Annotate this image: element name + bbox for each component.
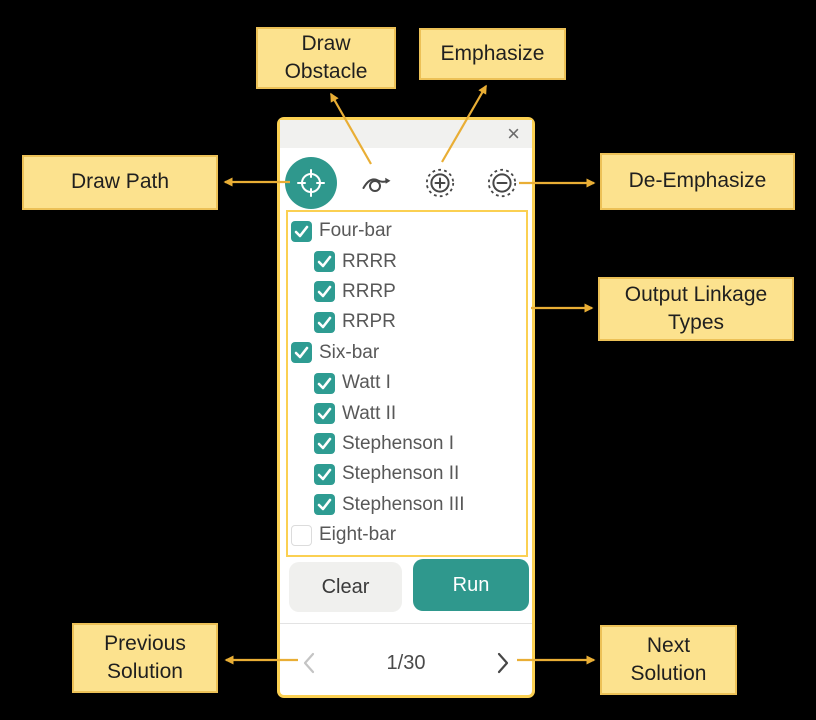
panel-header: ×	[280, 120, 532, 148]
linkage-tool-panel: ×	[277, 117, 535, 698]
previous-solution-button[interactable]	[294, 647, 326, 679]
de-emphasize-minus-circle-icon	[486, 167, 518, 199]
unchecked-checkbox-icon[interactable]	[291, 524, 312, 546]
callout-previous-solution: Previous Solution	[72, 623, 218, 693]
run-button[interactable]: Run	[413, 559, 529, 611]
panel-divider	[280, 623, 532, 624]
callout-draw-path: Draw Path	[22, 155, 218, 210]
emphasize-plus-circle-icon	[424, 167, 456, 199]
tree-item-label: Stephenson II	[342, 463, 460, 485]
tree-item-label: RRRR	[342, 250, 397, 272]
tree-item-label: RRRP	[342, 280, 396, 302]
checked-checkbox-icon[interactable]	[314, 281, 335, 303]
draw-path-button[interactable]	[285, 157, 337, 209]
checked-checkbox-icon[interactable]	[314, 463, 335, 485]
callout-draw-obstacle: Draw Obstacle	[256, 27, 396, 89]
tree-item-four-bar[interactable]: Four-bar	[288, 216, 526, 246]
tree-item-rrrr[interactable]: RRRR	[288, 246, 526, 276]
tree-item-label: Watt II	[342, 402, 397, 424]
tree-item-rrrp[interactable]: RRRP	[288, 277, 526, 307]
tree-item-label: RRPR	[342, 311, 396, 333]
draw-obstacle-button[interactable]	[360, 167, 392, 199]
checked-checkbox-icon[interactable]	[314, 251, 335, 273]
tree-item-watt-ii[interactable]: Watt II	[288, 398, 526, 428]
tree-item-label: Watt I	[342, 372, 391, 394]
checked-checkbox-icon[interactable]	[314, 433, 335, 455]
de-emphasize-button[interactable]	[486, 167, 518, 199]
emphasize-button[interactable]	[424, 167, 456, 199]
clear-button[interactable]: Clear	[289, 562, 402, 612]
next-solution-button[interactable]	[486, 647, 518, 679]
tree-item-label: Stephenson I	[342, 432, 454, 454]
callout-emphasize: Emphasize	[419, 28, 566, 80]
solution-counter: 1/30	[386, 651, 426, 674]
checked-checkbox-icon[interactable]	[314, 311, 335, 333]
tree-item-six-bar[interactable]: Six-bar	[288, 338, 526, 368]
checked-checkbox-icon[interactable]	[314, 494, 335, 516]
close-icon[interactable]: ×	[507, 121, 520, 146]
solution-pagination: 1/30	[280, 638, 532, 688]
tree-item-eight-bar[interactable]: Eight-bar	[288, 520, 526, 550]
tree-item-stephenson-iii[interactable]: Stephenson III	[288, 490, 526, 520]
tree-item-stephenson-ii[interactable]: Stephenson II	[288, 459, 526, 489]
tree-item-watt-i[interactable]: Watt I	[288, 368, 526, 398]
callout-next-solution: Next Solution	[600, 625, 737, 695]
tree-item-label: Eight-bar	[319, 524, 397, 546]
tree-item-label: Stephenson III	[342, 493, 465, 515]
chevron-left-icon	[294, 647, 326, 679]
draw-path-target-icon	[294, 166, 328, 200]
checked-checkbox-icon[interactable]	[291, 220, 312, 242]
checked-checkbox-icon[interactable]	[314, 372, 335, 394]
chevron-right-icon	[486, 647, 518, 679]
tree-item-label: Six-bar	[319, 341, 380, 363]
tree-item-rrpr[interactable]: RRPR	[288, 307, 526, 337]
callout-de-emphasize: De-Emphasize	[600, 153, 795, 210]
callout-output-linkage-types: Output Linkage Types	[598, 277, 794, 341]
tree-item-label: Four-bar	[319, 220, 392, 242]
checked-checkbox-icon[interactable]	[291, 342, 312, 364]
tree-item-stephenson-i[interactable]: Stephenson I	[288, 429, 526, 459]
draw-obstacle-curve-icon	[360, 167, 392, 199]
checked-checkbox-icon[interactable]	[314, 403, 335, 425]
